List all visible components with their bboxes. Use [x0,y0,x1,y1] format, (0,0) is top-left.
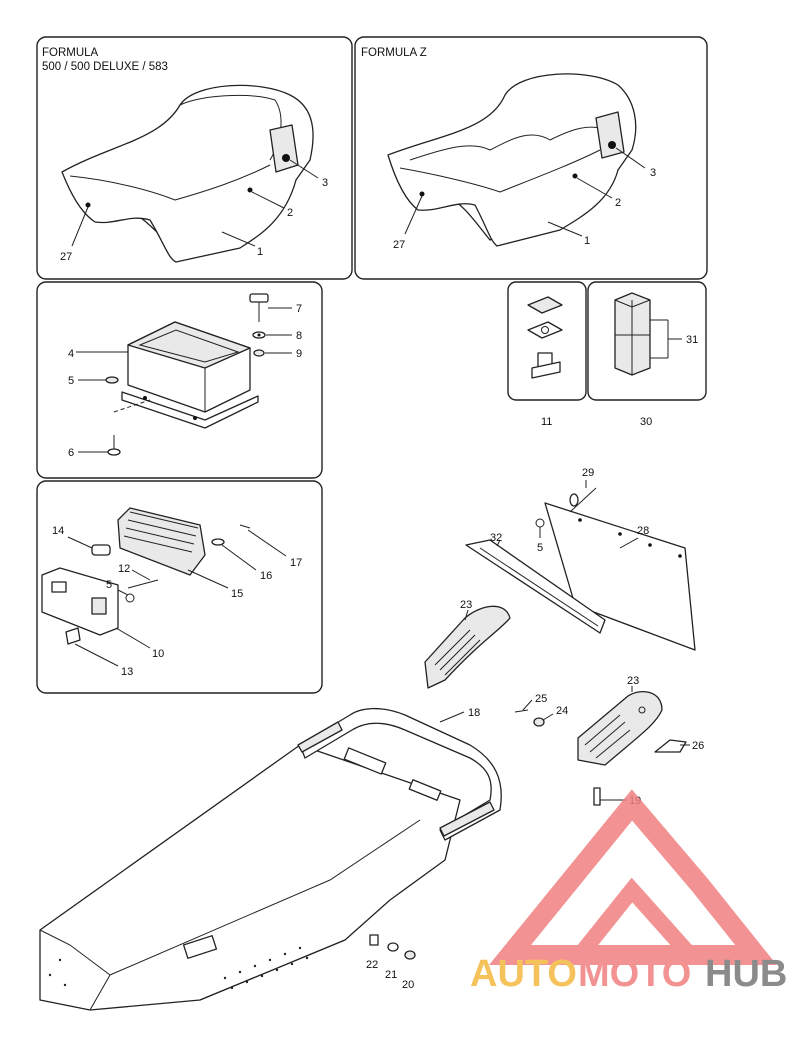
panel-tail-light: 14 12 5 10 13 15 16 17 [36,480,323,694]
label-4: 4 [68,348,74,360]
label-5: 5 [537,542,543,554]
label-23: 23 [627,675,639,687]
label-31: 31 [686,334,698,346]
label-13: 13 [121,666,133,678]
label-23: 23 [460,599,472,611]
panel-formula-z-seat: FORMULA Z 3 2 1 27 [354,36,708,280]
panel-formula-seat: FORMULA 500 / 500 DELUXE / 583 3 2 1 27 [36,36,353,280]
label-25: 25 [535,693,547,705]
label-24: 24 [556,705,568,717]
label-3: 3 [322,177,328,189]
label-26: 26 [692,740,704,752]
label-18: 18 [468,707,480,719]
label-5: 5 [106,579,112,591]
label-28: 28 [637,525,649,537]
label-16: 16 [260,570,272,582]
rear-guard-parts: 29 5 28 32 23 23 25 24 26 [424,467,704,766]
label-20: 20 [402,979,414,991]
panel-storage-box: 7 8 9 4 5 6 [36,281,323,479]
watermark-moto: MOTO [578,953,691,995]
label-11: 11 [541,416,552,428]
label-14: 14 [52,525,64,537]
label-27: 27 [60,251,72,263]
label-1: 1 [257,246,263,258]
label-7: 7 [296,303,302,315]
formula-title-line1: FORMULA [42,47,99,59]
panel-part-11: 11 [507,281,587,428]
label-8: 8 [296,330,302,342]
tunnel-and-grab-bar: 18 19 22 21 20 [39,707,641,1011]
label-32: 32 [490,532,502,544]
formula-z-title: FORMULA Z [361,47,427,59]
label-15: 15 [231,588,243,600]
label-6: 6 [68,447,74,459]
label-12: 12 [118,563,130,575]
watermark-hub: HUB [705,953,787,995]
label-17: 17 [290,557,302,569]
watermark-auto: AUTO [470,953,577,995]
label-9: 9 [296,348,302,360]
formula-title-line2: 500 / 500 DELUXE / 583 [42,61,168,73]
label-3: 3 [650,167,656,179]
label-29: 29 [582,467,594,479]
automotohub-watermark: AUTO MOTO HUB [470,789,787,995]
panel-part-31: 31 30 [587,281,707,428]
label-27: 27 [393,239,405,251]
label-1: 1 [584,235,590,247]
label-2: 2 [615,197,621,209]
label-10: 10 [152,648,164,660]
label-2: 2 [287,207,293,219]
label-5: 5 [68,375,74,387]
label-22: 22 [366,959,378,971]
label-21: 21 [385,969,397,981]
label-30: 30 [640,416,652,428]
